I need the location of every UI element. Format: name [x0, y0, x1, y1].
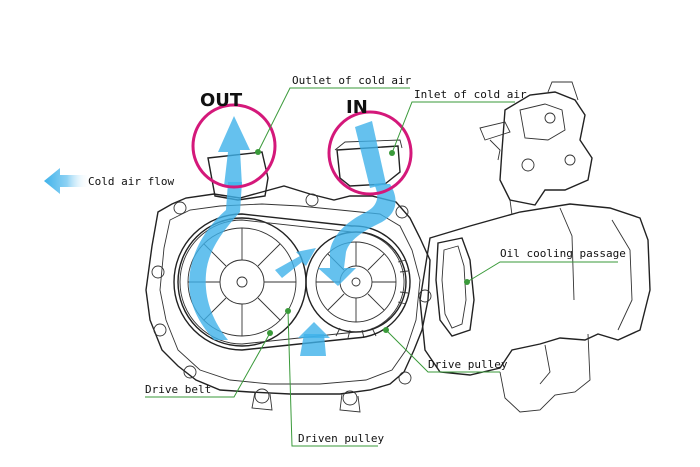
oil-cooling-label: Oil cooling passage	[500, 247, 626, 260]
drive-belt-label: Drive belt	[145, 383, 211, 396]
engine-body	[419, 203, 651, 413]
cvt-case	[145, 185, 432, 413]
inlet-ring	[327, 110, 413, 196]
air-flow-arrows	[189, 116, 396, 356]
drive-belt	[173, 213, 411, 351]
in-label: IN	[346, 97, 368, 118]
highlight-rings	[191, 103, 413, 196]
leader-lines	[145, 87, 618, 447]
intake-assembly	[479, 81, 593, 216]
inlet-label: Inlet of cold air	[414, 88, 527, 101]
outlet-ring	[191, 103, 277, 189]
cold-air-flow-label: Cold air flow	[88, 175, 174, 188]
oil-cooling-passage	[435, 237, 475, 337]
driven-pulley-label: Driven pulley	[298, 432, 384, 445]
out-label: OUT	[200, 90, 243, 111]
drive-pulley-label: Drive pulley	[428, 358, 508, 371]
outlet-label: Outlet of cold air	[292, 74, 412, 87]
cold-air-flow-legend-arrow	[44, 168, 90, 194]
